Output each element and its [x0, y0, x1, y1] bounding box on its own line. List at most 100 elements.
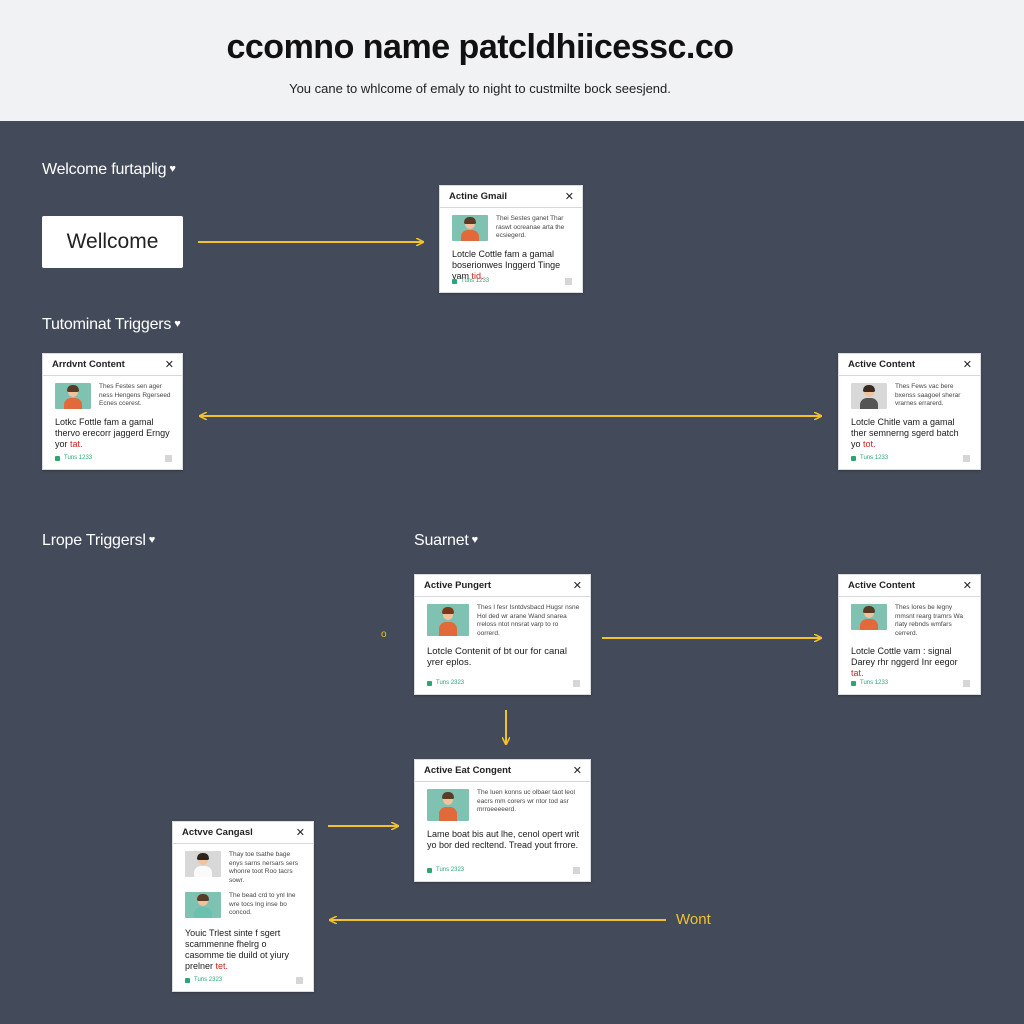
card-preview: Thes I fesr Isntdvsbacd Hugsr nsne Hol d… [427, 604, 580, 638]
card-snippet: The Iuen konns uc olbaer taot leol eacrs… [477, 789, 575, 813]
card-header: Active Pungert ✕ [415, 575, 590, 597]
close-icon[interactable]: ✕ [164, 359, 174, 371]
tag-icon [185, 977, 190, 983]
close-icon[interactable]: ✕ [962, 359, 972, 371]
card-snippet: Thes I fesr Isntdvsbacd Hugsr nsne Hol d… [477, 604, 580, 637]
tag-icon [851, 455, 856, 461]
heart-icon: ♥ [169, 163, 176, 175]
card-body: Youic Trlest sinte f sgert scammenne fhe… [185, 928, 290, 971]
avatar [185, 892, 221, 918]
card-footer: Tuns 1233 [452, 276, 572, 286]
section-label-suarnet: Suarnet♥ [414, 532, 479, 549]
card-footer: Tuns 2323 [427, 678, 580, 688]
card-preview: Thes Iores be legny mmsnt rearg tramrs W… [851, 604, 970, 638]
section-label-lrope: Lrope Triggersl♥ [42, 532, 156, 549]
close-icon[interactable]: ✕ [564, 191, 574, 203]
welcome-node[interactable]: Wellcome [42, 216, 183, 268]
card-preview: Thes Fews vac bere bxenss saagoel sherar… [851, 383, 970, 409]
avatar [851, 604, 887, 630]
avatar [55, 383, 91, 409]
wont-label: Wont [676, 911, 711, 928]
card-snippet: Thei Sestes ganet Thar raswt ocreanae ar… [496, 215, 565, 239]
card-body: Lotcle Chitle vam a gamal ther semnerng … [851, 417, 959, 449]
card-title: Active Eat Congent [424, 765, 512, 776]
avatar [452, 215, 488, 241]
heart-icon: ♥ [174, 318, 181, 330]
card-body: Lotkc Fottle fam a gamal thervo erecorr … [55, 417, 170, 449]
card-actvve-cangasl[interactable]: Actvve Cangasl ✕ Thay toe tsathe bage en… [172, 821, 314, 992]
card-footer: Tuns 1233 [55, 453, 172, 463]
card-title: Arrdvnt Content [52, 359, 125, 370]
card-title: Active Content [848, 359, 916, 370]
tag-icon [427, 867, 432, 873]
card-preview: Thay toe tsathe bage enys sarns nersars … [185, 851, 303, 885]
card-header: Arrdvnt Content ✕ [43, 354, 182, 376]
card-snippet: The bead crd to ynl Ine wre tocs Ing ins… [229, 892, 296, 916]
card-footer-text: Tuns 1233 [461, 278, 490, 284]
card-preview: Thes Festes sen ager ness Hengens Rgerse… [55, 383, 172, 409]
card-header: Active Content ✕ [839, 575, 980, 597]
card-footer-text: Tuns 1233 [64, 455, 93, 461]
checkbox[interactable] [573, 866, 580, 874]
close-icon[interactable]: ✕ [572, 765, 582, 777]
tag-icon [55, 455, 60, 461]
avatar [851, 383, 887, 409]
checkbox[interactable] [565, 277, 572, 285]
card-header: Actvve Cangasl ✕ [173, 822, 313, 844]
card-header: Active Eat Congent ✕ [415, 760, 590, 782]
card-footer-text: Tuns 2323 [436, 680, 465, 686]
avatar [427, 604, 469, 636]
close-icon[interactable]: ✕ [572, 580, 582, 592]
card-footer-text: Tuns 2323 [436, 867, 465, 873]
card-header: Active Content ✕ [839, 354, 980, 376]
close-icon[interactable]: ✕ [962, 580, 972, 592]
tag-icon [452, 278, 457, 284]
close-icon[interactable]: ✕ [295, 827, 305, 839]
card-active-content-right[interactable]: Active Content ✕ Thes Fews vac bere bxen… [838, 353, 981, 470]
checkbox[interactable] [963, 679, 970, 687]
card-footer-text: Tuns 1233 [860, 455, 889, 461]
card-preview-secondary: The bead crd to ynl Ine wre tocs Ing ins… [185, 892, 303, 918]
card-body: Lame boat bis aut lhe, cenol opert writ … [427, 829, 580, 850]
card-actine-gmail[interactable]: Actine Gmail ✕ Thei Sestes ganet Thar ra… [439, 185, 583, 293]
card-preview: Thei Sestes ganet Thar raswt ocreanae ar… [452, 215, 572, 241]
card-title: Active Content [848, 580, 916, 591]
checkbox[interactable] [963, 454, 970, 462]
section-label-tutominat: Tutominat Triggers♥ [42, 316, 181, 333]
card-body: Lotcle Contenit of bt our for canal yrer… [427, 646, 567, 668]
card-footer: Tuns 1233 [851, 678, 970, 688]
card-active-eat-congent[interactable]: Active Eat Congent ✕ The Iuen konns uc o… [414, 759, 591, 882]
checkbox[interactable] [296, 976, 303, 984]
card-footer-text: Tuns 1233 [860, 680, 889, 686]
card-active-pungert[interactable]: Active Pungert ✕ Thes I fesr Isntdvsbacd… [414, 574, 591, 695]
heart-icon: ♥ [471, 534, 479, 546]
header: ccomno name patcldhiicessc.co You cane t… [0, 0, 1024, 121]
card-snippet: Thes Fews vac bere bxenss saagoel sherar… [895, 383, 961, 407]
checkbox[interactable] [573, 679, 580, 687]
card-preview: The Iuen konns uc olbaer taot leol eacrs… [427, 789, 580, 821]
card-snippet: Thes Festes sen ager ness Hengens Rgerse… [99, 383, 171, 407]
checkbox[interactable] [165, 454, 172, 462]
card-title: Actine Gmail [449, 191, 508, 202]
card-footer: Tuns 1233 [851, 453, 970, 463]
card-snippet: Thes Iores be legny mmsnt rearg tramrs W… [895, 604, 964, 637]
connector-marker: o [381, 629, 387, 640]
page-title: ccomno name patcldhiicessc.co [226, 28, 734, 66]
card-body: Lotcle Cottle vam : signal Darey rhr ngg… [851, 646, 958, 678]
heart-icon: ♥ [148, 534, 156, 546]
card-footer: Tuns 2323 [185, 975, 303, 985]
card-title: Actvve Cangasl [182, 827, 253, 838]
card-header: Actine Gmail ✕ [440, 186, 582, 208]
avatar [185, 851, 221, 877]
tag-icon [427, 680, 432, 686]
card-footer: Tuns 2323 [427, 865, 580, 875]
page-subtitle: You cane to whlcome of emaly to night to… [289, 81, 671, 96]
card-active-content-lower[interactable]: Active Content ✕ Thes Iores be legny mms… [838, 574, 981, 695]
section-label-welcome: Welcome furtaplig♥ [42, 161, 176, 178]
card-arrdvnt-content[interactable]: Arrdvnt Content ✕ Thes Festes sen ager n… [42, 353, 183, 470]
card-footer-text: Tuns 2323 [194, 977, 223, 983]
avatar [427, 789, 469, 821]
card-title: Active Pungert [424, 580, 492, 591]
card-snippet: Thay toe tsathe bage enys sarns nersars … [229, 851, 298, 884]
